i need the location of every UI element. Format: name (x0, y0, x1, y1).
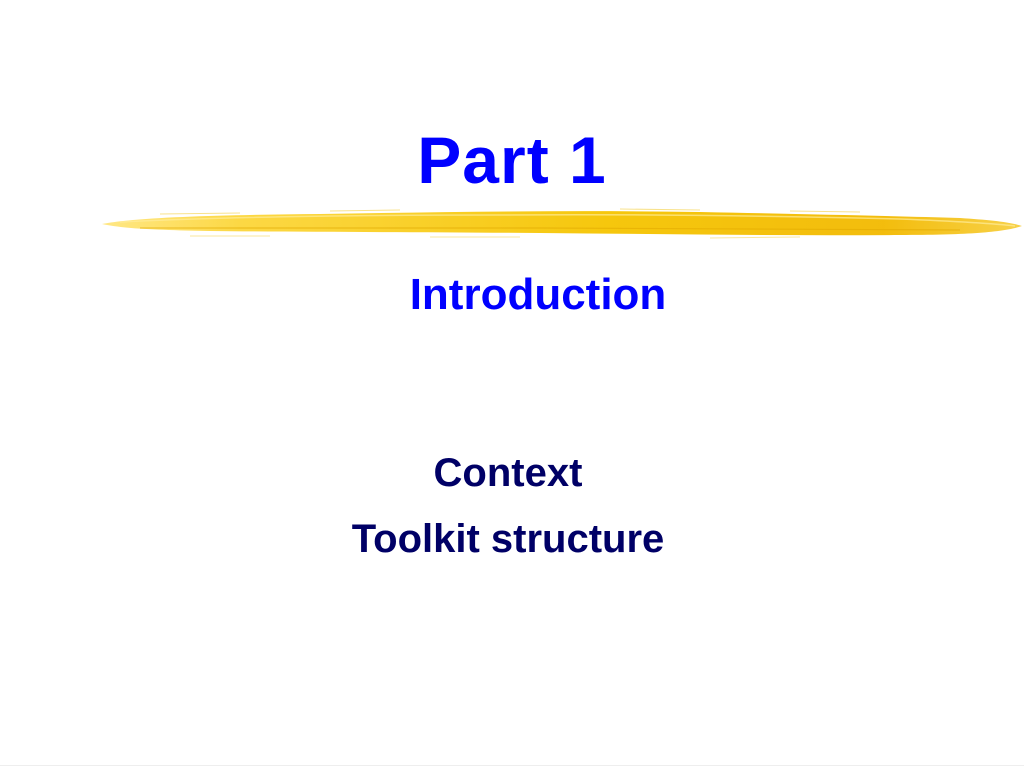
slide-title: Part 1 (417, 123, 607, 197)
topic-list: Context Toolkit structure (0, 440, 1016, 572)
slide-subtitle: Introduction (409, 270, 667, 319)
topic-item-toolkit-structure: Toolkit structure (351, 517, 665, 561)
topic-item-context: Context (433, 451, 583, 495)
brush-stroke-divider (102, 208, 1022, 239)
bottom-divider (0, 765, 1024, 766)
